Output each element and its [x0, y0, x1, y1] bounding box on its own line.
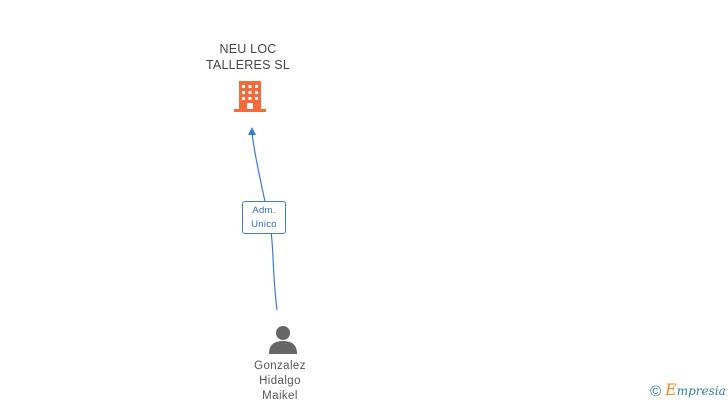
brand-watermark: ©Empresia: [650, 380, 726, 400]
company-name[interactable]: NEU LOC TALLERES SL: [178, 41, 318, 73]
building-icon[interactable]: [233, 79, 267, 113]
person-name[interactable]: Gonzalez Hidalgo Maikel: [220, 359, 340, 404]
company-name-line2: TALLERES SL: [206, 58, 290, 72]
company-name-line1: NEU LOC: [219, 42, 277, 56]
brand-logo-text: mpresia: [676, 384, 726, 398]
brand-logo-initial: E: [665, 380, 677, 399]
role-line1: Adm.: [252, 205, 276, 216]
role-line2: Unico: [251, 219, 277, 230]
person-name-line2: Hidalgo: [259, 375, 301, 387]
role-label[interactable]: Adm. Unico: [242, 201, 286, 234]
person-icon[interactable]: [267, 323, 299, 355]
person-name-line3: Maikel: [262, 390, 298, 402]
copyright-icon: ©: [650, 383, 662, 400]
arrowhead-icon: [248, 127, 256, 135]
person-name-line1: Gonzalez: [254, 360, 306, 372]
